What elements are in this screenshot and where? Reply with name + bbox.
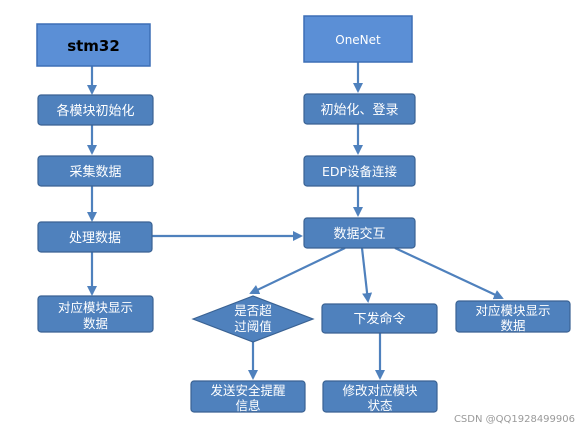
node-threshold-line2: 过阈值 [234, 319, 272, 334]
node-edp-connect-label: EDP设备连接 [322, 164, 398, 179]
node-send-alert-line2: 信息 [235, 398, 260, 413]
node-edp-connect: EDP设备连接 [303, 155, 416, 187]
node-threshold-line1: 是否超 [234, 303, 272, 318]
node-left-display-line1: 对应模块显示 [58, 300, 133, 315]
node-send-alert: 发送安全提醒 信息 [190, 380, 306, 413]
node-left-display-data: 对应模块显示 数据 [37, 295, 154, 333]
arrow-exchange-to-right-display [394, 247, 504, 300]
node-send-command-label: 下发命令 [353, 311, 405, 327]
onenet-header: OneNet [303, 15, 413, 63]
node-collect-data-label: 采集数据 [69, 164, 121, 180]
node-left-display-line2: 数据 [83, 316, 108, 331]
node-data-exchange-label: 数据交互 [333, 226, 385, 242]
node-right-display-data: 对应模块显示 数据 [455, 300, 571, 333]
stm32-header: stm32 [36, 23, 151, 67]
node-send-command: 下发命令 [321, 303, 438, 334]
node-init-login-label: 初始化、登录 [320, 103, 398, 118]
node-send-alert-line1: 发送安全提醒 [210, 383, 286, 398]
node-modify-state: 修改对应模块 状态 [322, 380, 438, 413]
node-right-display-line2: 数据 [500, 318, 525, 333]
node-process-data: 处理数据 [37, 221, 153, 253]
onenet-header-label: OneNet [335, 33, 381, 47]
arrow-exchange-to-sendcmd [360, 247, 373, 303]
stm32-header-label: stm32 [67, 37, 120, 55]
node-init-modules-label: 各模块初始化 [56, 103, 134, 119]
node-data-exchange: 数据交互 [303, 217, 416, 249]
node-init-modules: 各模块初始化 [37, 94, 154, 126]
node-modify-state-line1: 修改对应模块 [342, 383, 418, 398]
node-modify-state-line2: 状态 [367, 398, 392, 413]
watermark: CSDN @QQ1928499906 [453, 414, 575, 425]
node-threshold-decision: 是否超 过阈值 [191, 295, 315, 343]
node-process-data-label: 处理数据 [69, 231, 121, 246]
arrow-exchange-to-threshold [249, 247, 346, 295]
node-right-display-line1: 对应模块显示 [475, 303, 550, 318]
connectors [87, 62, 504, 380]
node-collect-data: 采集数据 [37, 155, 154, 187]
node-init-login: 初始化、登录 [303, 93, 416, 125]
